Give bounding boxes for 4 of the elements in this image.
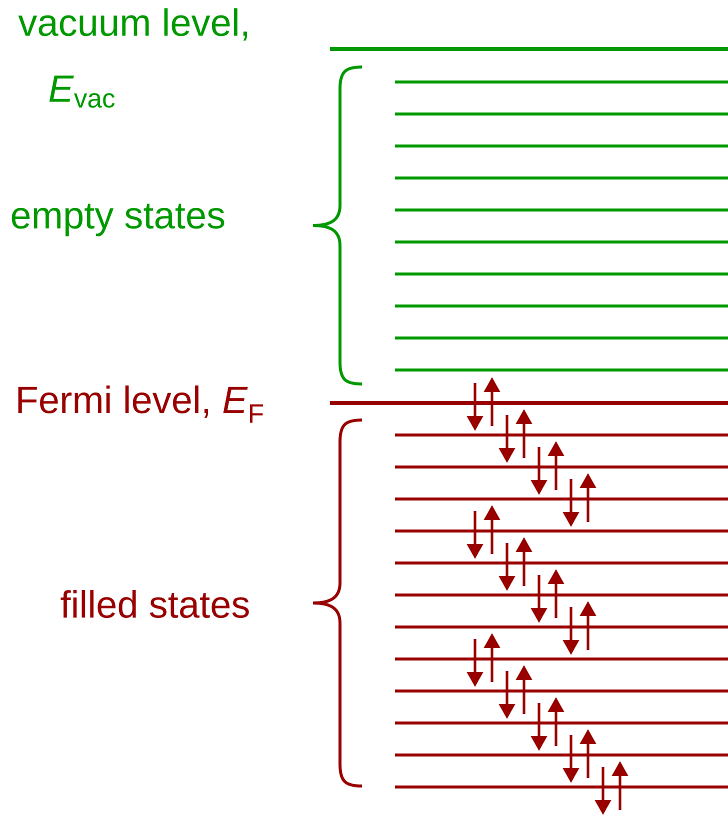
level-label: Fermi level, E$_{F}$ bbox=[18, 385, 263, 423]
region-label: filled states bbox=[60, 590, 249, 618]
region-label: empty states bbox=[12, 204, 224, 236]
level-label: vacuum level, E$_{vac}$ bbox=[18, 8, 248, 108]
